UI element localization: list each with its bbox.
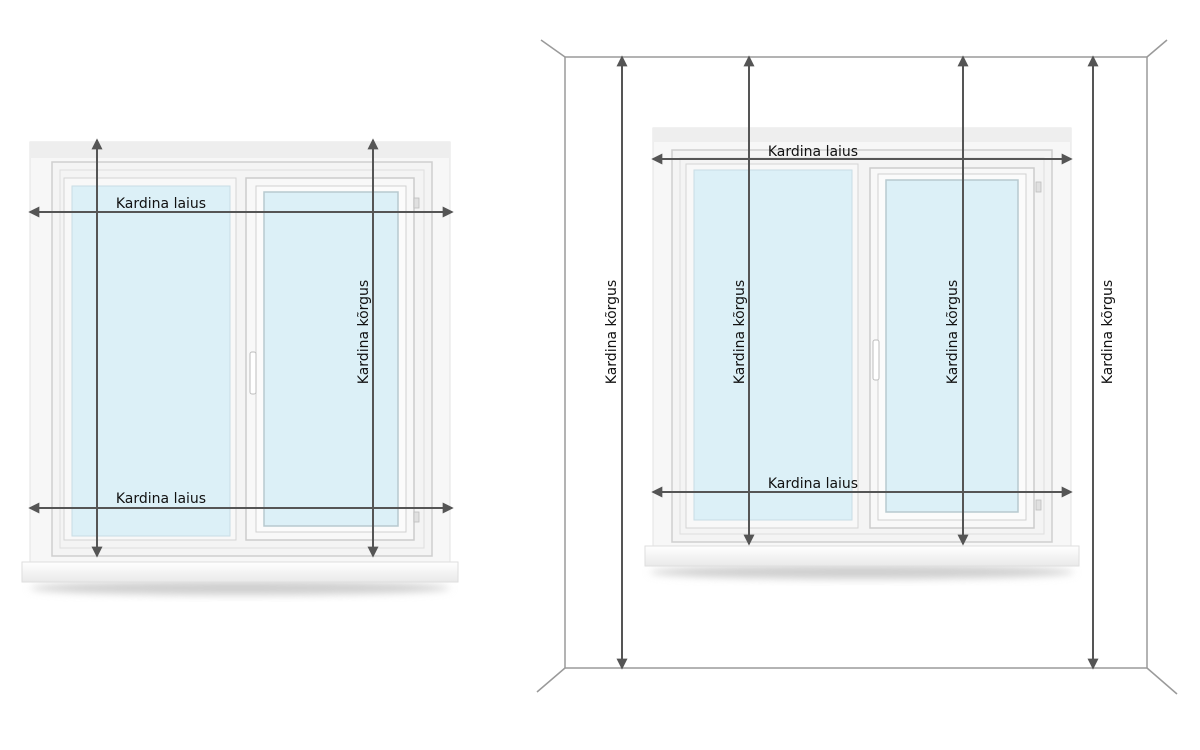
height-label-left: Kardina kõrgus [356,280,372,384]
left-window-hinge-top [413,197,420,209]
measurement-labels: Kardina laius Kardina laius Kardina kõrg… [116,144,1116,507]
left-window-handle [249,351,257,395]
width-label-right-bottom: Kardina laius [768,476,858,492]
left-window-sill [21,561,459,583]
height-label-right-outer-left: Kardina kõrgus [604,280,620,384]
right-window-sill [644,545,1080,567]
height-label-right-inner-right: Kardina kõrgus [945,280,961,384]
height-label-right-inner-left: Kardina kõrgus [732,280,748,384]
left-window-hinge-bottom [413,511,420,523]
height-label-right-outer-right: Kardina kõrgus [1100,280,1116,384]
right-wall-outline [536,39,1178,695]
right-window-handle [872,339,880,381]
right-window-glass-left [693,169,853,521]
right-window-hinge-top [1035,181,1042,193]
left-window-glass-left [71,185,231,537]
right-window-hinge-bottom [1035,499,1042,511]
width-label-left-bottom: Kardina laius [116,491,206,507]
right-window-glass-right [885,179,1019,513]
left-window-glass-right [263,191,399,527]
left-window [21,141,459,595]
measurement-arrows [28,55,1099,670]
width-label-left-top: Kardina laius [116,196,206,212]
right-window [644,127,1080,579]
width-label-right-top: Kardina laius [768,144,858,160]
